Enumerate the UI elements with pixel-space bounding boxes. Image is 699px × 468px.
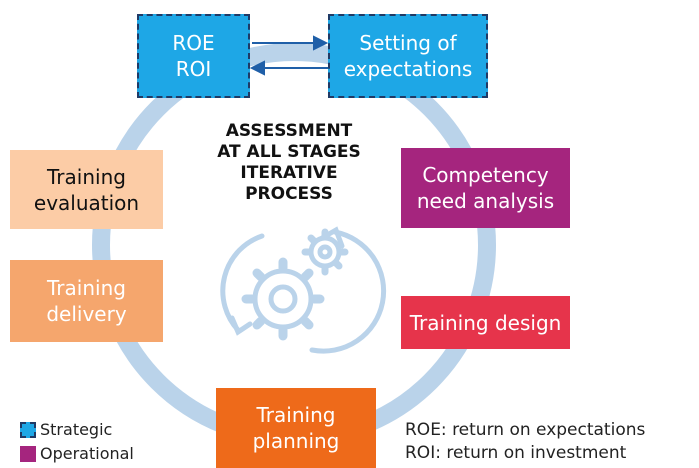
abbreviation-roe: ROE: return on expectations — [405, 420, 646, 440]
roe-roi-label: ROE ROI — [172, 31, 215, 81]
legend-label-strategic: Strategic — [40, 420, 113, 439]
abbreviation-roi: ROI: return on investment — [405, 443, 627, 463]
legend-label-operational: Operational — [40, 444, 134, 463]
training-evaluation-box: Training evaluation — [10, 150, 163, 229]
legend-item-operational: Operational — [20, 444, 134, 463]
training-planning-box: Training planning — [216, 388, 376, 468]
roe-roi-box: ROE ROI — [137, 14, 250, 98]
training-design-label: Training design — [409, 310, 562, 335]
setting-expectations-box: Setting of expectations — [328, 14, 488, 98]
training-delivery-box: Training delivery — [10, 260, 163, 342]
training-design-box: Training design — [401, 296, 570, 349]
competency-need-label: Competency need analysis — [416, 163, 555, 213]
legend-item-strategic: Strategic — [20, 420, 112, 439]
training-delivery-label: Training delivery — [46, 276, 127, 326]
competency-need-analysis-box: Competency need analysis — [401, 148, 570, 228]
training-evaluation-label: Training evaluation — [33, 164, 140, 215]
legend-swatch-strategic — [20, 421, 36, 438]
legend-swatch-operational — [20, 445, 36, 462]
setting-expectations-label: Setting of expectations — [343, 31, 473, 81]
center-title: ASSESSMENT AT ALL STAGES ITERATIVE PROCE… — [217, 121, 361, 204]
training-planning-label: Training planning — [252, 403, 340, 453]
